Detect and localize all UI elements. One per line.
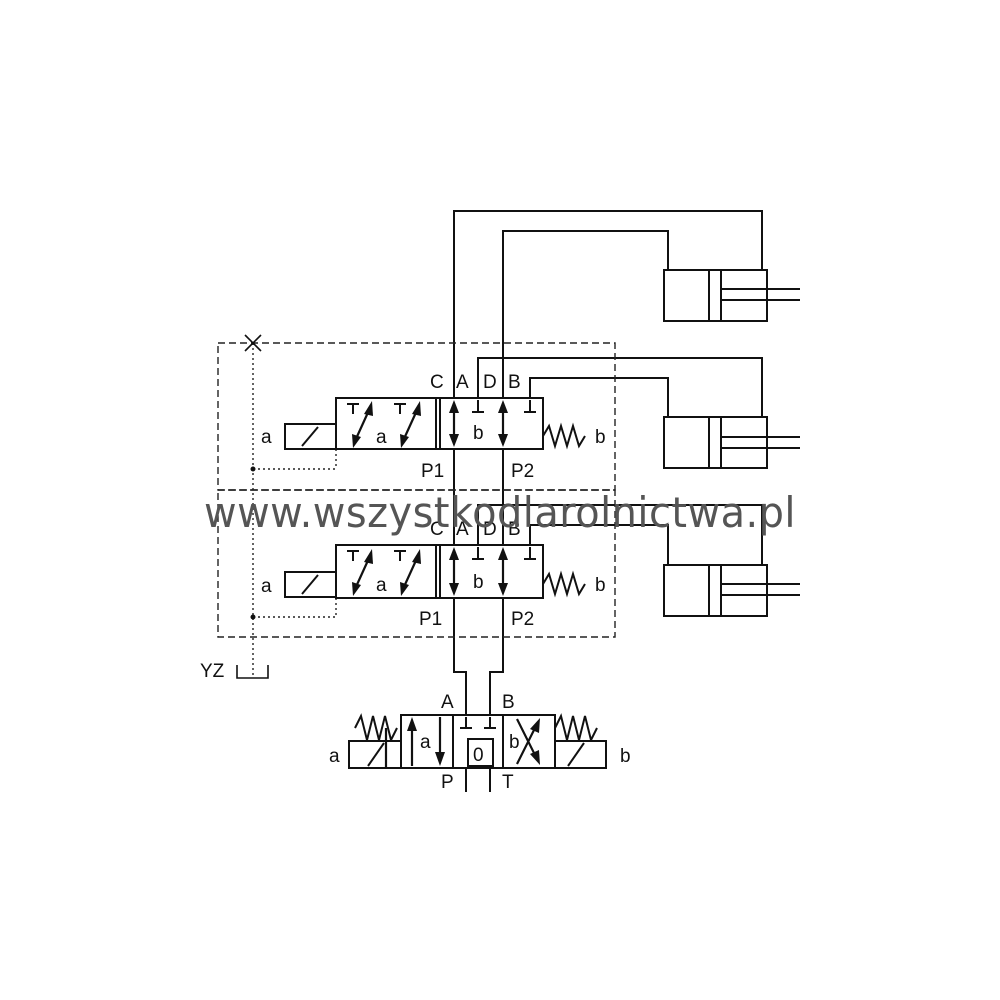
port-label-c: C [430,519,444,540]
position-label-b: b [509,732,520,753]
spring-label: b [595,575,606,596]
port-label-c: C [430,372,444,393]
main-directional-valve [348,713,607,769]
hydraulic-lines [453,210,763,792]
pilot-lines [217,342,616,678]
position-label-a: a [420,732,431,753]
directional-valve-2 [284,544,586,599]
position-label-a: a [376,575,387,596]
port-label-p1: P1 [419,609,442,630]
main-valve-labels: A B P T a a 0 b b [329,692,631,793]
port-label-p1: P1 [421,461,444,482]
port-label-a: A [456,372,469,393]
port-label-p2: P2 [511,461,534,482]
position-label-a: a [376,427,387,448]
drain-label: YZ [200,661,225,682]
spring-icon [554,713,598,743]
port-label-p2: P2 [511,609,534,630]
spring-label: b [595,427,606,448]
cylinder-middle [663,416,800,469]
position-label-b: b [473,572,484,593]
solenoid-label: a [261,576,272,597]
port-label-b: B [508,372,521,393]
port-label-b: B [508,519,521,540]
port-label-a: A [456,519,469,540]
solenoid-label-right: b [620,746,631,767]
valve-2-labels: C A D B a a b b P1 P2 [261,519,606,630]
spring-icon [542,570,586,598]
position-label-b: b [473,423,484,444]
cylinder-bottom [663,564,800,617]
port-label-d: D [483,519,497,540]
solenoid-icon [554,740,607,769]
spring-icon [542,422,586,450]
directional-valve-1 [284,397,586,450]
port-label-d: D [483,372,497,393]
valve-1-labels: C A D B a a b b P1 P2 [261,372,606,482]
solenoid-label-left: a [329,746,340,767]
vent-icon [244,334,262,352]
port-label-p: P [441,772,454,793]
position-label-zero: 0 [473,745,484,766]
watermark-text: www.wszystkodlarolnictwa.pl [204,488,796,537]
spring-icon [354,713,398,743]
port-label-b: B [502,692,515,713]
port-label-t: T [502,772,514,793]
solenoid-label: a [261,427,272,448]
cylinder-top [663,269,800,322]
port-label-a: A [441,692,454,713]
drain-tank-icon [236,665,269,679]
